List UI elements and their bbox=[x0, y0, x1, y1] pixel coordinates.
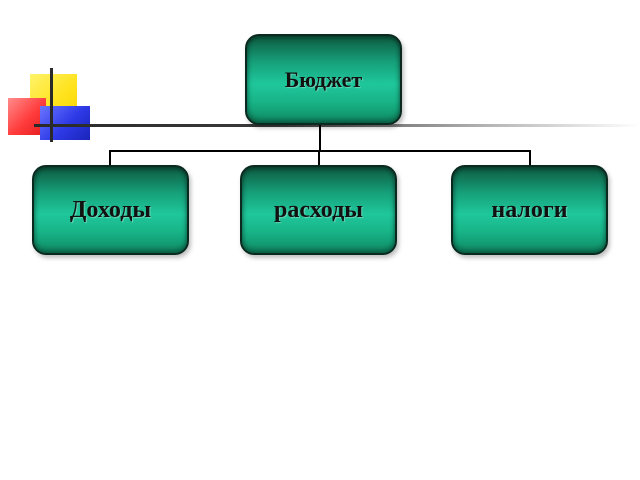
node-budget-label: Бюджет bbox=[284, 66, 363, 92]
node-taxes: налоги bbox=[451, 165, 608, 255]
node-taxes-label: налоги bbox=[491, 196, 568, 223]
node-income-label: Доходы bbox=[69, 196, 152, 223]
node-expenses: расходы bbox=[240, 165, 397, 255]
node-income: Доходы bbox=[32, 165, 189, 255]
decorative-blue-square bbox=[40, 106, 90, 140]
decorative-vertical-line bbox=[50, 68, 53, 142]
node-budget: Бюджет bbox=[245, 34, 402, 125]
decorative-red-square bbox=[8, 98, 46, 135]
node-expenses-label: расходы bbox=[274, 196, 363, 223]
decorative-horizontal-line bbox=[34, 124, 640, 127]
